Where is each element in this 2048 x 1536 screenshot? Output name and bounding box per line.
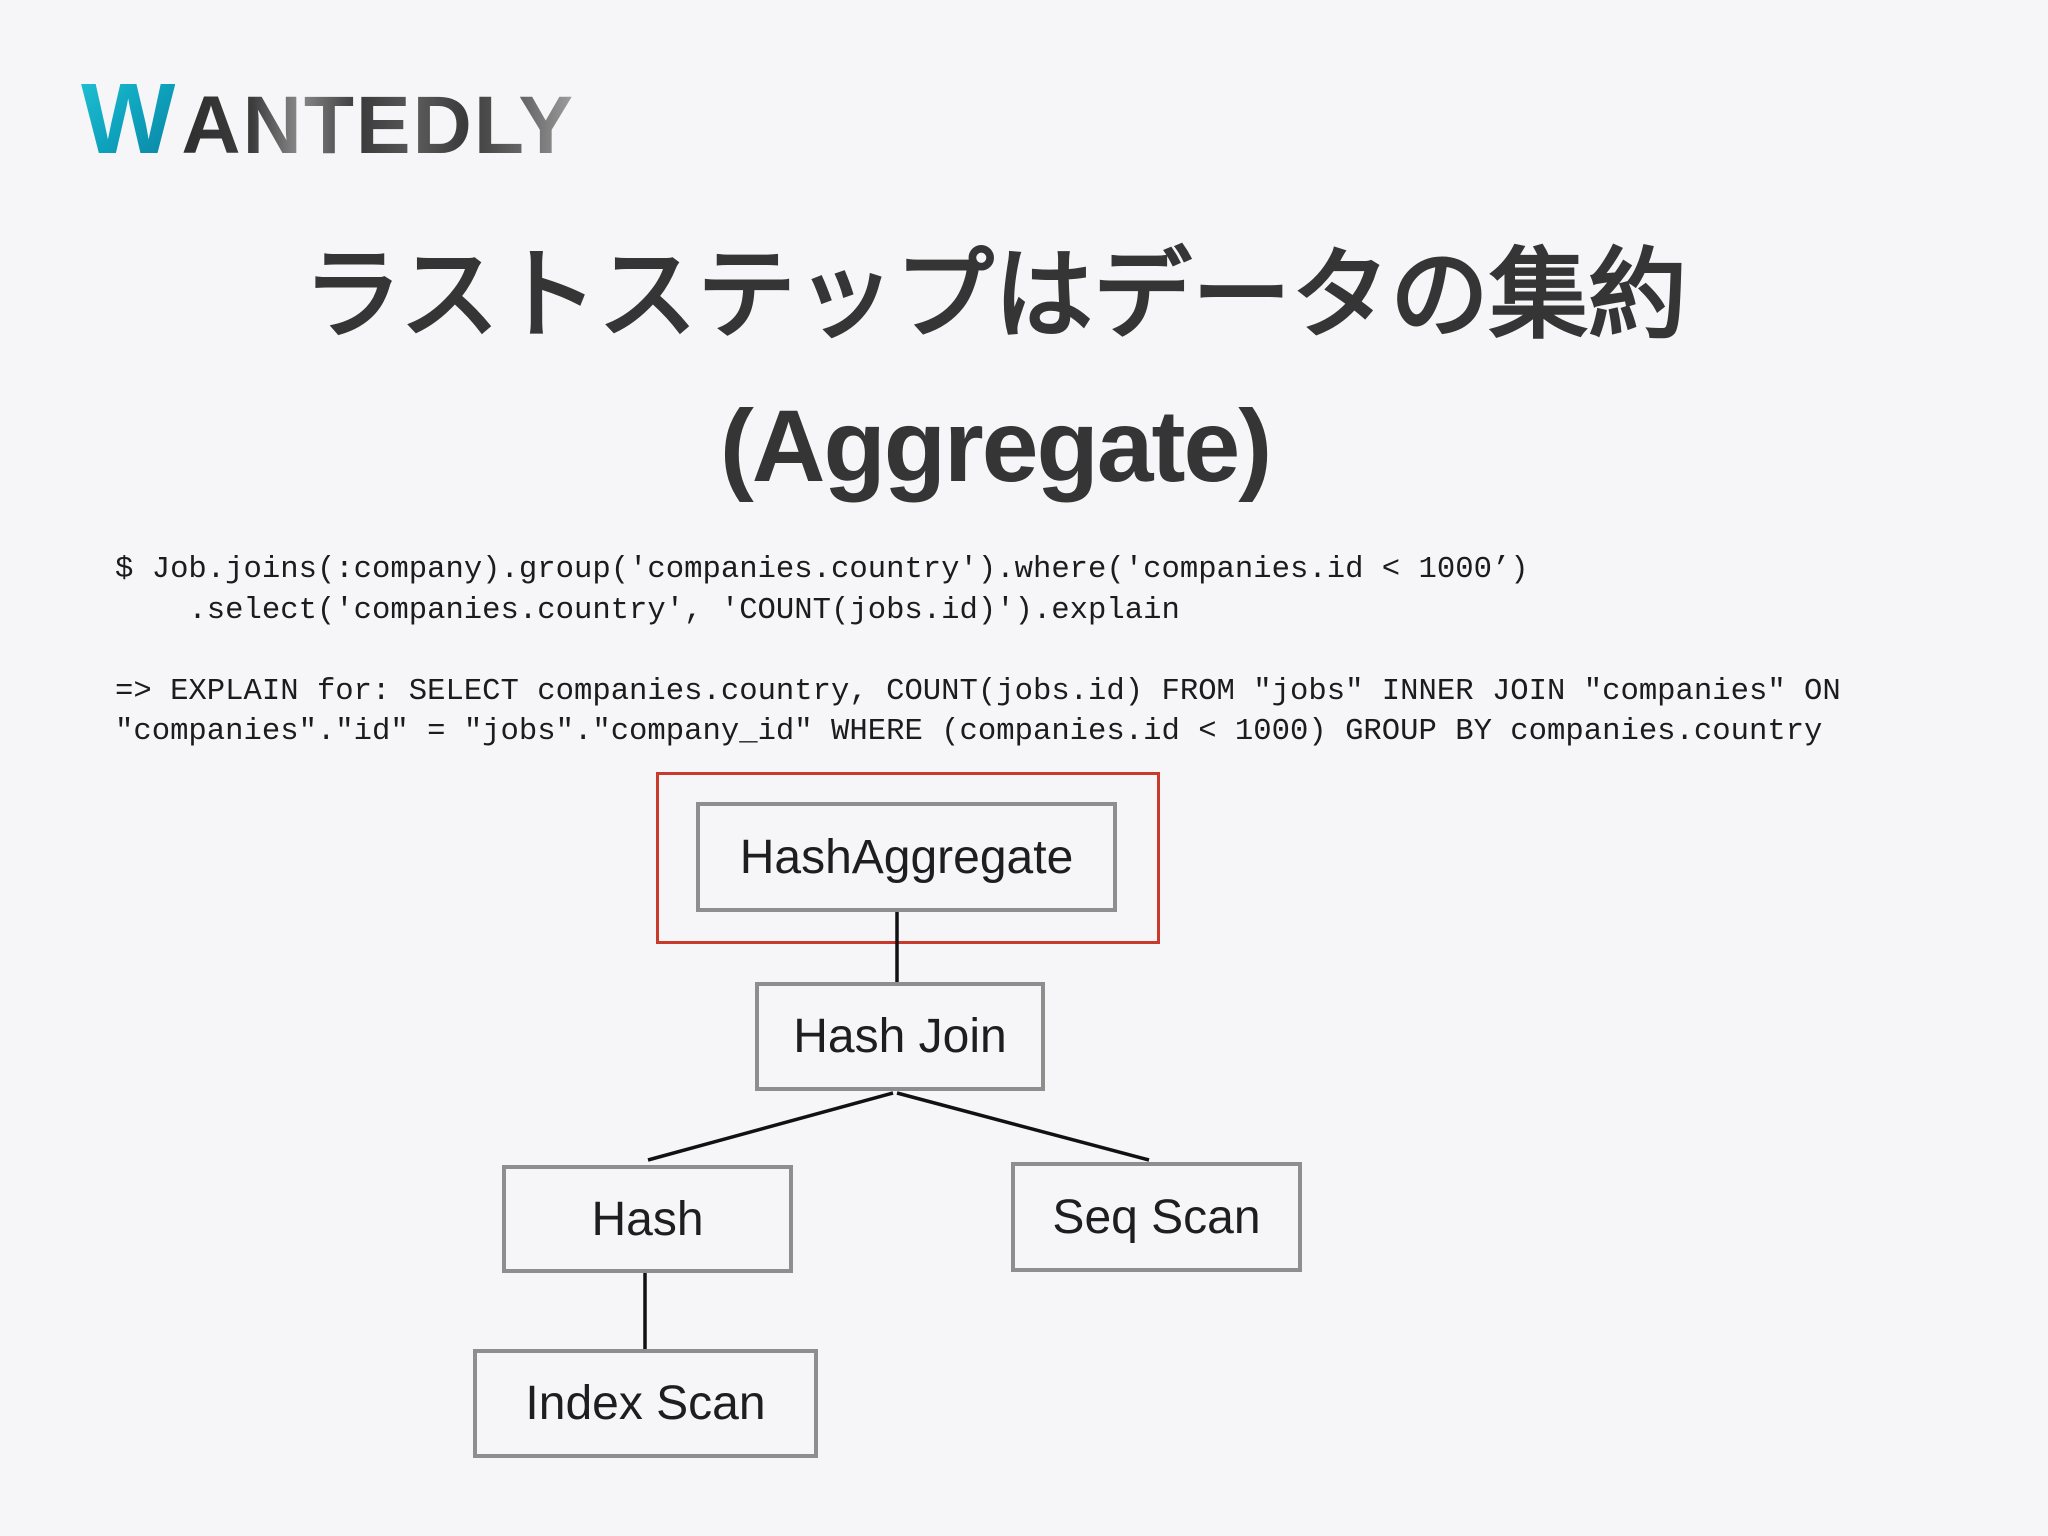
code-output-line: => EXPLAIN for: SELECT companies.country… bbox=[115, 674, 1841, 709]
title-line-1: ラストステップはデータの集約 bbox=[302, 238, 1688, 353]
plan-node-hash: Hash bbox=[502, 1165, 793, 1273]
plan-node-index-scan: Index Scan bbox=[473, 1349, 818, 1458]
code-block: $ Job.joins(:company).group('companies.c… bbox=[115, 550, 1841, 753]
highlight-frame bbox=[656, 772, 1160, 944]
plan-node-label: Hash bbox=[591, 1192, 704, 1246]
plan-node-label: Index Scan bbox=[525, 1377, 766, 1430]
edge-hash-join-to-seq-scan bbox=[896, 1091, 1150, 1162]
plan-node-label: Hash Join bbox=[793, 1010, 1007, 1063]
title-line-2: (Aggregate) bbox=[719, 389, 1272, 503]
logo-wordmark: ANTEDLY bbox=[181, 80, 576, 171]
wantedly-logo: WANTEDLY bbox=[81, 69, 576, 171]
plan-node-seq-scan: Seq Scan bbox=[1011, 1162, 1302, 1272]
plan-node-hashaggregate: HashAggregate bbox=[696, 802, 1117, 912]
code-output-line: "companies"."id" = "jobs"."company_id" W… bbox=[115, 715, 1823, 749]
code-command-line: $ Job.joins(:company).group('companies.c… bbox=[115, 553, 1529, 587]
slide-title: ラストステップはデータの集約 (Aggregate) bbox=[0, 220, 1990, 522]
edge-hash-join-to-hash bbox=[647, 1091, 894, 1162]
plan-node-hash-join: Hash Join bbox=[755, 982, 1045, 1091]
logo-initial: W bbox=[81, 63, 176, 175]
code-command-continuation: .select('companies.country', 'COUNT(jobs… bbox=[188, 593, 1180, 628]
plan-node-label: Seq Scan bbox=[1052, 1190, 1261, 1244]
plan-node-label: HashAggregate bbox=[739, 830, 1074, 884]
